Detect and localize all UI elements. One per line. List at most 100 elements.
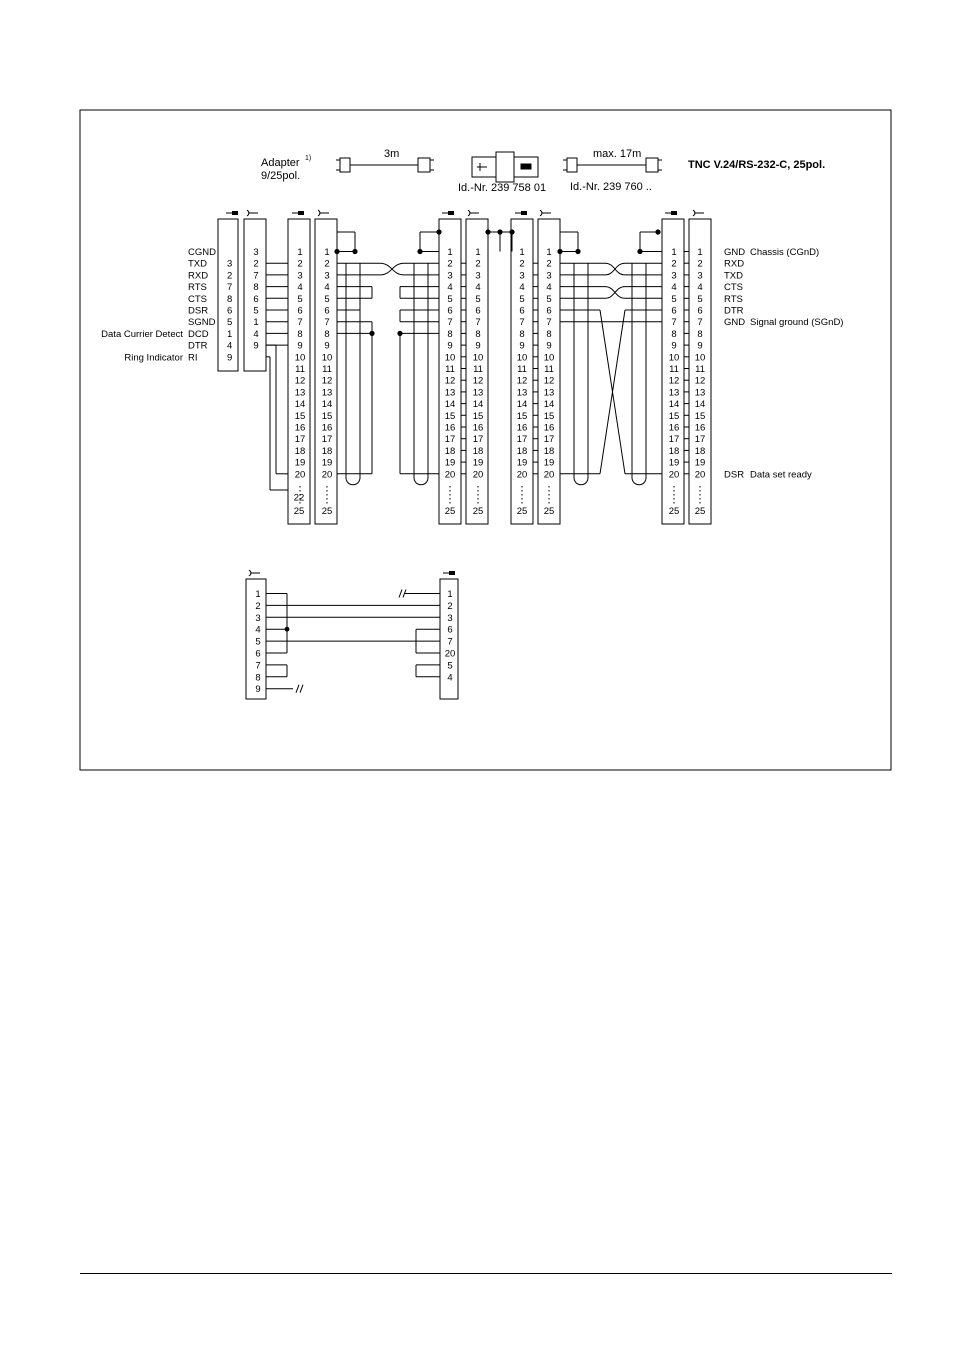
pin-number: 14 <box>322 399 333 410</box>
pin-number: 17 <box>544 434 555 445</box>
pin-number: 7 <box>519 317 524 328</box>
female-plug-icon <box>246 209 258 217</box>
pin-number: 9 <box>253 341 258 352</box>
male-plug-icon <box>449 571 455 575</box>
id-adapter-block: Id.-Nr. 239 758 01 <box>458 182 546 194</box>
pin-number: 6 <box>324 306 329 317</box>
pin-number: 8 <box>297 329 302 340</box>
pin-number: 17 <box>669 434 680 445</box>
pin-number: 11 <box>669 364 679 375</box>
female-plug-icon <box>539 209 551 217</box>
lower-left-pin: 8 <box>255 672 260 683</box>
pin-number: 10 <box>517 352 528 363</box>
pin-number: 14 <box>517 399 528 410</box>
pin-number: 13 <box>669 387 680 398</box>
pin-number: 11 <box>473 364 483 375</box>
tnc-25pin-connector <box>688 218 712 525</box>
pc-pin: 2 <box>227 270 232 281</box>
pin-number: 15 <box>695 411 706 422</box>
pc-pin: 7 <box>227 282 232 293</box>
pin-number: 19 <box>473 458 484 469</box>
pc-signal-name: DTR <box>188 341 208 352</box>
male-plug-icon <box>671 211 677 215</box>
pin-number: 12 <box>473 376 484 387</box>
pin-number: 7 <box>324 317 329 328</box>
pin-number: 15 <box>322 411 333 422</box>
pc-pin: 9 <box>227 352 232 363</box>
pc-signal-name: RI <box>188 352 198 363</box>
pin-number: 3 <box>253 247 258 258</box>
pin-number: 25 <box>294 506 305 517</box>
pin-number: 8 <box>546 329 551 340</box>
pin-number: 6 <box>519 306 524 317</box>
pin-number: 6 <box>697 306 702 317</box>
pin-number: 20 <box>473 469 484 480</box>
pin-number: 3 <box>447 270 452 281</box>
pin-number: 18 <box>322 446 333 457</box>
pin-number: 3 <box>519 270 524 281</box>
male-plug-icon <box>521 211 527 215</box>
pin-number: 4 <box>475 282 480 293</box>
pin-number: 11 <box>445 364 455 375</box>
pin-number: 11 <box>322 364 332 375</box>
pin-number: 7 <box>697 317 702 328</box>
pin-number: 4 <box>671 282 676 293</box>
pin-number: 13 <box>695 387 706 398</box>
pin-number: 13 <box>445 387 456 398</box>
pin-number: 3 <box>297 270 302 281</box>
lower-left-pin: 7 <box>255 660 260 671</box>
pin-number: 2 <box>475 259 480 270</box>
cable-long-length: max. 17m <box>593 148 641 160</box>
pin-number: 11 <box>544 364 554 375</box>
pin-number: 15 <box>473 411 484 422</box>
pin-number: 14 <box>695 399 706 410</box>
id-cable-long: Id.-Nr. 239 760 .. <box>570 181 652 193</box>
pin-number: 15 <box>295 411 306 422</box>
pin-number: 3 <box>475 270 480 281</box>
pin-number: 5 <box>253 306 258 317</box>
pin-number: 9 <box>297 341 302 352</box>
pin-number: 18 <box>445 446 456 457</box>
pin-number: 18 <box>669 446 680 457</box>
adapter-block-left <box>465 218 489 525</box>
pin-number: 5 <box>447 294 452 305</box>
adapter-25pin-column <box>287 218 311 525</box>
pin-number: 14 <box>295 399 306 410</box>
pin-number: 1 <box>253 317 258 328</box>
tnc-signal-code: CTS <box>724 282 743 293</box>
lower-left-pin: 1 <box>255 589 260 600</box>
pin-number: 2 <box>546 259 551 270</box>
pc-signal-name: RTS <box>188 282 207 293</box>
cable-17m-right-end <box>661 218 685 525</box>
pin-number: 22 <box>294 493 305 504</box>
pin-number: 20 <box>295 469 306 480</box>
pin-number: 14 <box>669 399 680 410</box>
lower-right-pin: 3 <box>447 613 452 624</box>
pin-number: 9 <box>671 341 676 352</box>
cable-17m-left-end <box>537 218 561 525</box>
pin-number: 8 <box>253 282 258 293</box>
pin-number: 5 <box>475 294 480 305</box>
pin-number: 18 <box>544 446 555 457</box>
adapter-footnote: 1) <box>305 155 311 162</box>
pin-number: 19 <box>445 458 456 469</box>
pc-signal-prefix: Data Currier Detect <box>101 329 183 340</box>
pin-number: 13 <box>544 387 555 398</box>
pc-signal-name: DSR <box>188 306 208 317</box>
pin-number: 14 <box>473 399 484 410</box>
pin-number: 4 <box>324 282 329 293</box>
male-plug-icon <box>448 211 454 215</box>
pin-number: 12 <box>295 376 306 387</box>
pin-number: 8 <box>697 329 702 340</box>
lower-right-pin: 1 <box>447 589 452 600</box>
pin-number: 2 <box>253 259 258 270</box>
adapter-block-right <box>510 218 534 525</box>
pin-number: 3 <box>671 270 676 281</box>
pin-number: 8 <box>475 329 480 340</box>
cable-3m-icon <box>336 157 434 173</box>
pin-number: 4 <box>297 282 302 293</box>
pin-number: 20 <box>669 469 680 480</box>
pin-number: 4 <box>519 282 524 293</box>
